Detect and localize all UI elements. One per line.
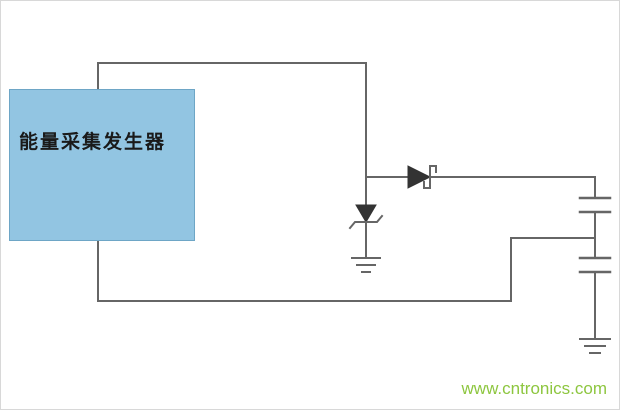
capacitor-top-icon: [578, 196, 612, 259]
capacitor-bottom-icon: [578, 256, 612, 340]
ground-zener-icon: [351, 257, 381, 273]
ground-output-icon: [579, 338, 611, 354]
generator-label: 能量采集发生器: [19, 132, 167, 153]
wire-output: [365, 176, 596, 199]
schottky-diode-icon: [407, 165, 437, 189]
zener-diode-icon: [348, 176, 384, 259]
wire-top-loop: [97, 62, 367, 178]
energy-harvesting-generator-block: 能量采集发生器: [9, 89, 195, 241]
wire-bottom-loop: [97, 237, 596, 302]
watermark-text: www.cntronics.com: [461, 379, 607, 398]
